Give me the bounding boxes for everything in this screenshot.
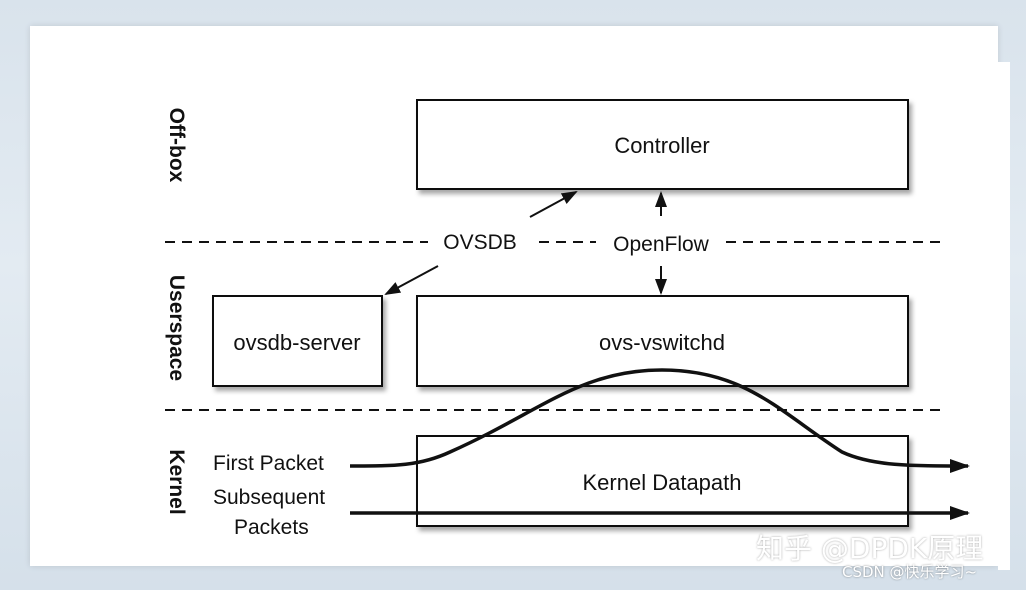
subsequent-packets-label-line1: Subsequent <box>213 486 325 509</box>
subsequent-packets-label-line2: Packets <box>234 516 309 539</box>
ovs-vswitchd-label: ovs-vswitchd <box>599 330 725 355</box>
ovsdb-protocol-label: OVSDB <box>443 231 517 254</box>
layer-label-userspace: Userspace <box>165 275 188 381</box>
layer-label-offbox: Off-box <box>165 108 188 183</box>
kernel-datapath-label: Kernel Datapath <box>583 470 742 495</box>
ovsdb-arrow-to-ovsdb-server <box>384 265 439 295</box>
csdn-watermark: CSDN @快乐学习~ <box>842 563 978 581</box>
ovsdb-arrow-to-controller <box>529 191 578 218</box>
first-packet-label: First Packet <box>213 452 324 475</box>
ovsdb-server-label: ovsdb-server <box>233 330 360 355</box>
first-packet-path-arrow <box>349 368 970 473</box>
background-page-edge <box>998 62 1010 570</box>
controller-label: Controller <box>614 133 709 158</box>
kernel-datapath-box <box>416 435 909 527</box>
openflow-label-background <box>596 225 726 259</box>
ovsdb-server-box <box>212 295 383 387</box>
zhihu-watermark: 知乎 @DPDK原理 <box>756 532 984 565</box>
controller-box <box>416 99 909 190</box>
openflow-protocol-label: OpenFlow <box>613 233 710 256</box>
layer-label-kernel: Kernel <box>165 449 188 514</box>
ovsdb-label-background <box>428 225 532 259</box>
